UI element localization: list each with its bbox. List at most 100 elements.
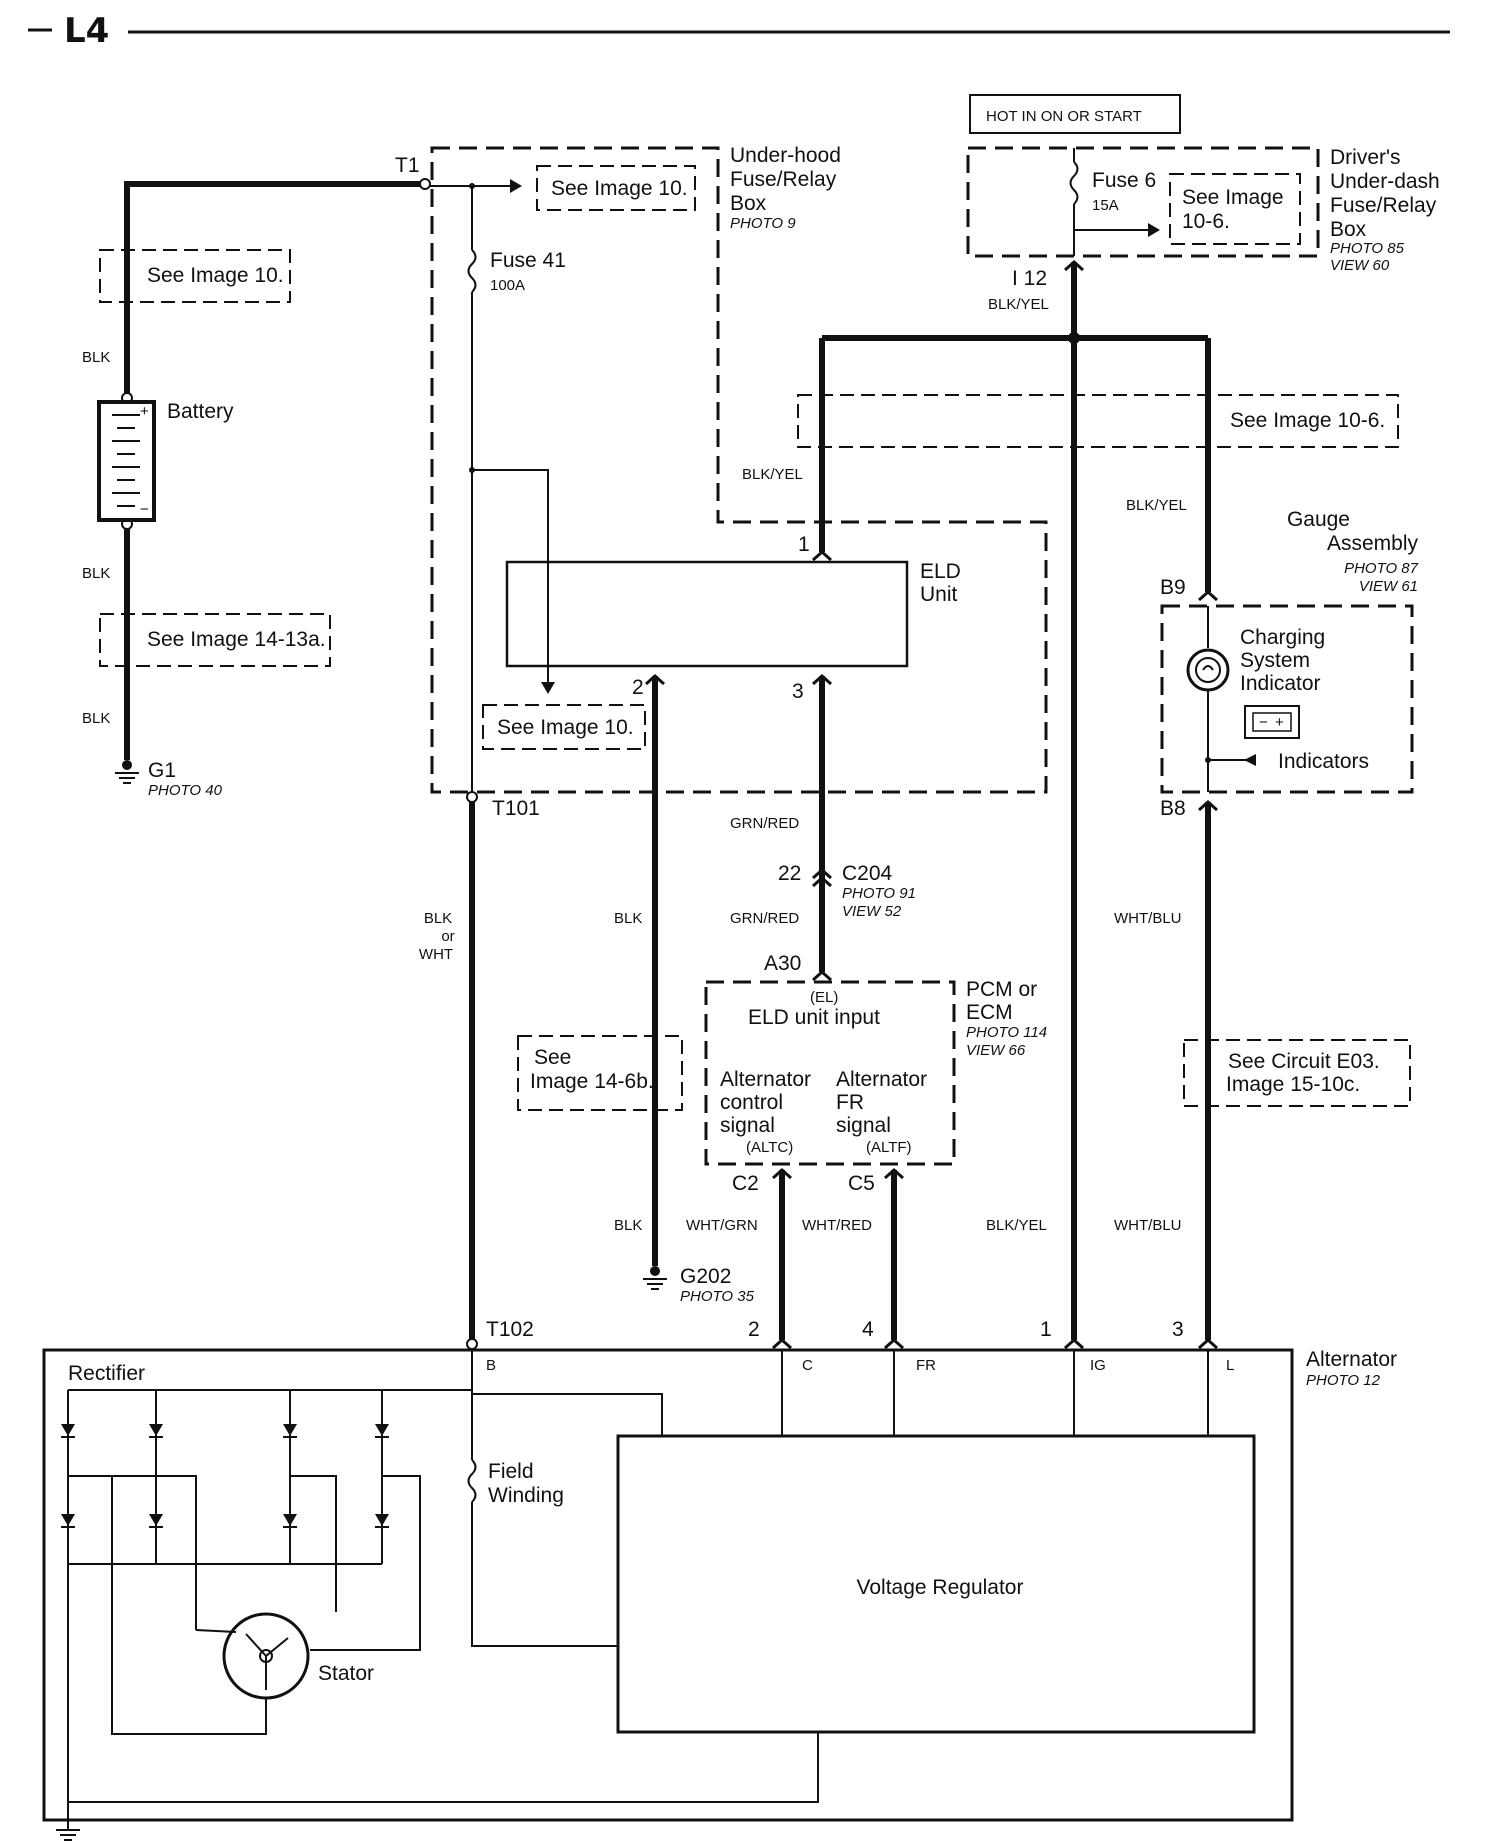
c204-photo[interactable]: PHOTO 91 VIEW 52: [842, 885, 916, 920]
wire-color-wht-red: WHT/RED: [802, 1217, 872, 1234]
underhood-fuse-box-outline: [430, 146, 1048, 794]
svg-text:signal: signal: [836, 1114, 891, 1137]
alt-pin-3: 3: [1172, 1318, 1184, 1341]
see-image-10-left[interactable]: See Image 10.: [147, 264, 284, 287]
alternator-outline: [42, 1348, 1294, 1822]
t1-terminal: [419, 178, 431, 190]
svg-text:+: +: [140, 403, 149, 420]
see-image-10-6[interactable]: See Image 10-6.: [1230, 409, 1385, 432]
svg-text:WHT: WHT: [419, 946, 453, 963]
alt-fr-signal: Alternator FR signal: [836, 1068, 927, 1137]
junction-dot-3: [1205, 757, 1211, 763]
svg-text:ELD: ELD: [920, 560, 961, 583]
alternator-photo[interactable]: PHOTO 12: [1306, 1372, 1381, 1389]
g1-photo[interactable]: PHOTO 40: [148, 782, 223, 799]
hot-in-on-or-start: HOT IN ON OR START: [986, 108, 1142, 125]
g202-ground-icon: [643, 1266, 667, 1290]
arrow-right-icon-2: [1148, 223, 1160, 237]
svg-text:Unit: Unit: [920, 583, 958, 606]
battery-warning-icon: − +: [1244, 705, 1300, 739]
pcm-photo[interactable]: PHOTO 114 VIEW 66: [966, 1024, 1047, 1059]
svg-text:FR: FR: [836, 1091, 864, 1114]
see-image-10-inner[interactable]: See Image 10.: [497, 716, 634, 739]
svg-text:PHOTO 91: PHOTO 91: [842, 885, 916, 902]
splice-dot: [1068, 332, 1080, 344]
fuse-41-label: Fuse 41: [490, 249, 566, 272]
rectifier-bridge: [67, 1389, 421, 1802]
svg-text:Winding: Winding: [488, 1484, 564, 1507]
see-image-10-top[interactable]: See Image 10.: [551, 177, 688, 200]
c204-pin-22: 22: [778, 862, 801, 885]
wire-to-see-image-10-inner: [472, 469, 549, 685]
alt-terminal-c: C: [802, 1357, 813, 1374]
svg-text:Charging: Charging: [1240, 626, 1325, 649]
see-image-14-6b[interactable]: See Image 14-6b.: [530, 1046, 654, 1093]
svg-text:VIEW 61: VIEW 61: [1359, 578, 1418, 595]
svg-text:Under-hood: Under-hood: [730, 144, 841, 167]
see-image-10-box-top: [536, 165, 696, 211]
svg-text:Under-dash: Under-dash: [1330, 170, 1440, 193]
svg-text:Image 14-6b.: Image 14-6b.: [530, 1070, 654, 1093]
alt-terminal-l: L: [1226, 1357, 1234, 1374]
indicator-lamp-icon: [1186, 648, 1230, 692]
gauge-assembly-outline: [1160, 604, 1414, 794]
alt-pin-4: 4: [862, 1318, 874, 1341]
see-image-10-box-inner: [482, 704, 646, 750]
see-image-10-6-top[interactable]: See Image 10-6.: [1182, 186, 1284, 233]
wire-color-blk-yel-3: BLK/YEL: [1126, 497, 1187, 514]
svg-text:Assembly: Assembly: [1327, 532, 1419, 555]
svg-text:Indicator: Indicator: [1240, 672, 1321, 695]
wire-color-blk-or-wht: BLK or WHT: [419, 910, 455, 963]
underhood-photo[interactable]: PHOTO 9: [730, 215, 796, 232]
g202-photo[interactable]: PHOTO 35: [680, 1288, 755, 1305]
wire-b-to-regulator: [472, 1393, 663, 1436]
svg-text:VIEW 60: VIEW 60: [1330, 257, 1390, 274]
drivers-box-title: Driver's Under-dash Fuse/Relay Box: [1330, 146, 1440, 241]
stator-icon: [222, 1612, 310, 1700]
b9-label: B9: [1160, 576, 1186, 599]
see-image-14-6b-box: [517, 1035, 683, 1111]
see-image-14-13a[interactable]: See Image 14-13a.: [147, 628, 326, 651]
svg-text:−: −: [140, 501, 149, 518]
see-circuit-e03-box: [1183, 1039, 1411, 1107]
eld-unit-box: [505, 560, 909, 668]
altf-label: (ALTF): [866, 1139, 912, 1156]
wire-color-blk-yel-4: BLK/YEL: [986, 1217, 1047, 1234]
connector-chevrons: [645, 259, 1218, 1350]
drivers-box-photo[interactable]: PHOTO 85 VIEW 60: [1330, 240, 1405, 274]
rectifier-label: Rectifier: [68, 1362, 145, 1385]
wire-color-blk-5: BLK: [614, 1217, 642, 1234]
svg-text:Box: Box: [1330, 218, 1367, 241]
field-winding-icon: [467, 1459, 477, 1503]
svg-text:Alternator: Alternator: [836, 1068, 927, 1091]
svg-text:Field: Field: [488, 1460, 534, 1483]
c2-label: C2: [732, 1172, 759, 1195]
svg-text:Box: Box: [730, 192, 767, 215]
voltage-regulator-label: Voltage Regulator: [857, 1576, 1024, 1599]
see-circuit-e03[interactable]: See Circuit E03. Image 15-10c.: [1226, 1050, 1380, 1096]
i12-label: I 12: [1012, 267, 1047, 290]
wire-color-blk-1: BLK: [82, 349, 110, 366]
arrow-down-icon: [541, 682, 555, 694]
battery-label: Battery: [167, 400, 234, 423]
eld-unit-label: ELD Unit: [920, 560, 961, 606]
gauge-photo[interactable]: PHOTO 87 VIEW 61: [1344, 560, 1419, 595]
wire-color-grn-red-1: GRN/RED: [730, 815, 799, 832]
field-winding-label: Field Winding: [488, 1460, 564, 1507]
svg-text:or: or: [441, 928, 454, 945]
stator-lead-1: [195, 1629, 237, 1633]
svg-text:VIEW 52: VIEW 52: [842, 903, 902, 920]
g202-label: G202: [680, 1265, 731, 1288]
svg-text:control: control: [720, 1091, 783, 1114]
wire-color-wht-blu-2: WHT/BLU: [1114, 1217, 1182, 1234]
wire-color-blk-yel-2: BLK/YEL: [742, 466, 803, 483]
svg-text:VIEW 66: VIEW 66: [966, 1042, 1026, 1059]
svg-text:See Image: See Image: [1182, 186, 1284, 209]
fuse-41-icon: [467, 249, 477, 293]
pcm-label: PCM or ECM: [966, 978, 1037, 1024]
wire-battery-positive: [124, 181, 425, 402]
altc-label: (ALTC): [746, 1139, 793, 1156]
svg-text:Gauge: Gauge: [1287, 508, 1350, 531]
svg-text:Fuse/Relay: Fuse/Relay: [1330, 194, 1437, 217]
indicators-label: Indicators: [1278, 750, 1369, 773]
